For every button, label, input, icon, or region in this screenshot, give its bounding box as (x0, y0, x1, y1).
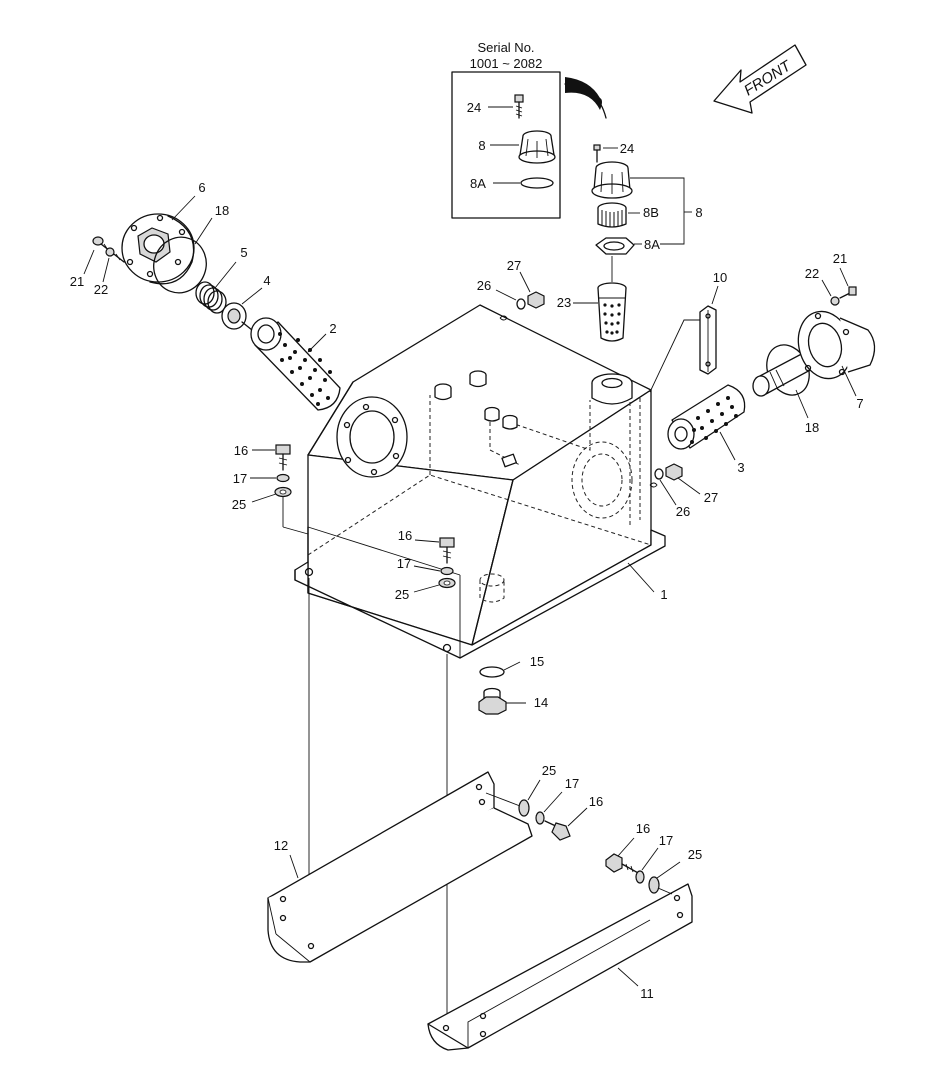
strainer-3 (667, 384, 746, 450)
support-bracket-12 (267, 771, 533, 963)
label-26-top: 26 (477, 278, 491, 293)
tank-left-port-flange (336, 396, 408, 478)
label-14: 14 (534, 695, 548, 710)
label-21-left: 21 (70, 274, 84, 289)
label-5: 5 (240, 245, 247, 260)
label-18-left: 18 (215, 203, 229, 218)
drain-plug-14 (478, 687, 507, 715)
filter-cap-8 (591, 161, 633, 199)
label-25-d: 25 (688, 847, 702, 862)
oring-15 (479, 666, 505, 678)
gasket-8a (595, 237, 635, 255)
serial-inset-frame (451, 71, 561, 219)
label-16-c: 16 (589, 794, 603, 809)
label-23: 23 (557, 295, 571, 310)
spring-5 (195, 281, 227, 314)
label-8b: 8B (643, 205, 659, 220)
label-21-right: 21 (833, 251, 847, 266)
return-strainer-23 (597, 282, 627, 342)
level-gauge-10 (699, 305, 717, 375)
serial-inset-title: Serial No. (477, 40, 534, 55)
inset-cap-8 (518, 130, 556, 164)
label-25-a: 25 (232, 497, 246, 512)
bolt-24 (593, 144, 601, 163)
label-3: 3 (737, 460, 744, 475)
inset-label-8: 8 (478, 138, 485, 153)
tank-top-bosses (434, 370, 633, 468)
label-22-left: 22 (94, 282, 108, 297)
label-10: 10 (713, 270, 727, 285)
label-17-b: 17 (397, 556, 411, 571)
seal-26-side (654, 468, 664, 480)
label-7: 7 (856, 396, 863, 411)
label-16-d: 16 (636, 821, 650, 836)
support-bracket-11 (427, 883, 693, 1051)
filter-element-8b (597, 202, 627, 228)
washer-22-right (830, 296, 840, 306)
inset-pointer-arrow (564, 77, 607, 119)
label-6: 6 (198, 180, 205, 195)
label-24: 24 (620, 141, 634, 156)
inset-bolt-24 (514, 94, 524, 119)
hydraulic-tank-1 (294, 304, 666, 659)
strainer-2 (250, 317, 341, 411)
label-1: 1 (660, 587, 667, 602)
bolt-16-bracket12 (518, 799, 571, 841)
label-8a: 8A (644, 237, 660, 252)
label-4: 4 (263, 273, 270, 288)
label-22-right: 22 (805, 266, 819, 281)
oring-18-left (153, 236, 207, 294)
label-17-a: 17 (233, 471, 247, 486)
bolt-16-middle-stack (438, 537, 456, 589)
serial-inset: Serial No. 1001 ~ 2082 24 8 8A (451, 40, 561, 219)
washer-22-left (105, 247, 115, 257)
label-2: 2 (329, 321, 336, 336)
label-17-c: 17 (565, 776, 579, 791)
label-15: 15 (530, 654, 544, 669)
inset-label-8a: 8A (470, 176, 486, 191)
valve-4 (221, 302, 253, 331)
front-direction-arrow: FRONT (713, 44, 807, 114)
bolt-21-right (839, 286, 857, 299)
label-26-side: 26 (676, 504, 690, 519)
label-27-side: 27 (704, 490, 718, 505)
bolt-16-bracket11 (605, 853, 673, 895)
label-27-top: 27 (507, 258, 521, 273)
serial-inset-range: 1001 ~ 2082 (470, 56, 543, 71)
bolt-16-left-stack (274, 444, 309, 535)
label-12: 12 (274, 838, 288, 853)
plug-27-side (665, 463, 683, 481)
bracket-8 (660, 177, 685, 245)
label-25-b: 25 (395, 587, 409, 602)
label-25-c: 25 (542, 763, 556, 778)
inset-oring-8a (520, 177, 554, 189)
label-11: 11 (640, 986, 654, 1001)
seal-26-top (516, 298, 526, 310)
label-16-a: 16 (234, 443, 248, 458)
label-16-b: 16 (398, 528, 412, 543)
suction-pipe-7 (752, 310, 876, 397)
label-17-d: 17 (659, 833, 673, 848)
label-18-right: 18 (805, 420, 819, 435)
suction-cover-6 (121, 213, 195, 285)
inset-label-24: 24 (467, 100, 481, 115)
plug-27-top (527, 291, 545, 309)
label-8: 8 (695, 205, 702, 220)
